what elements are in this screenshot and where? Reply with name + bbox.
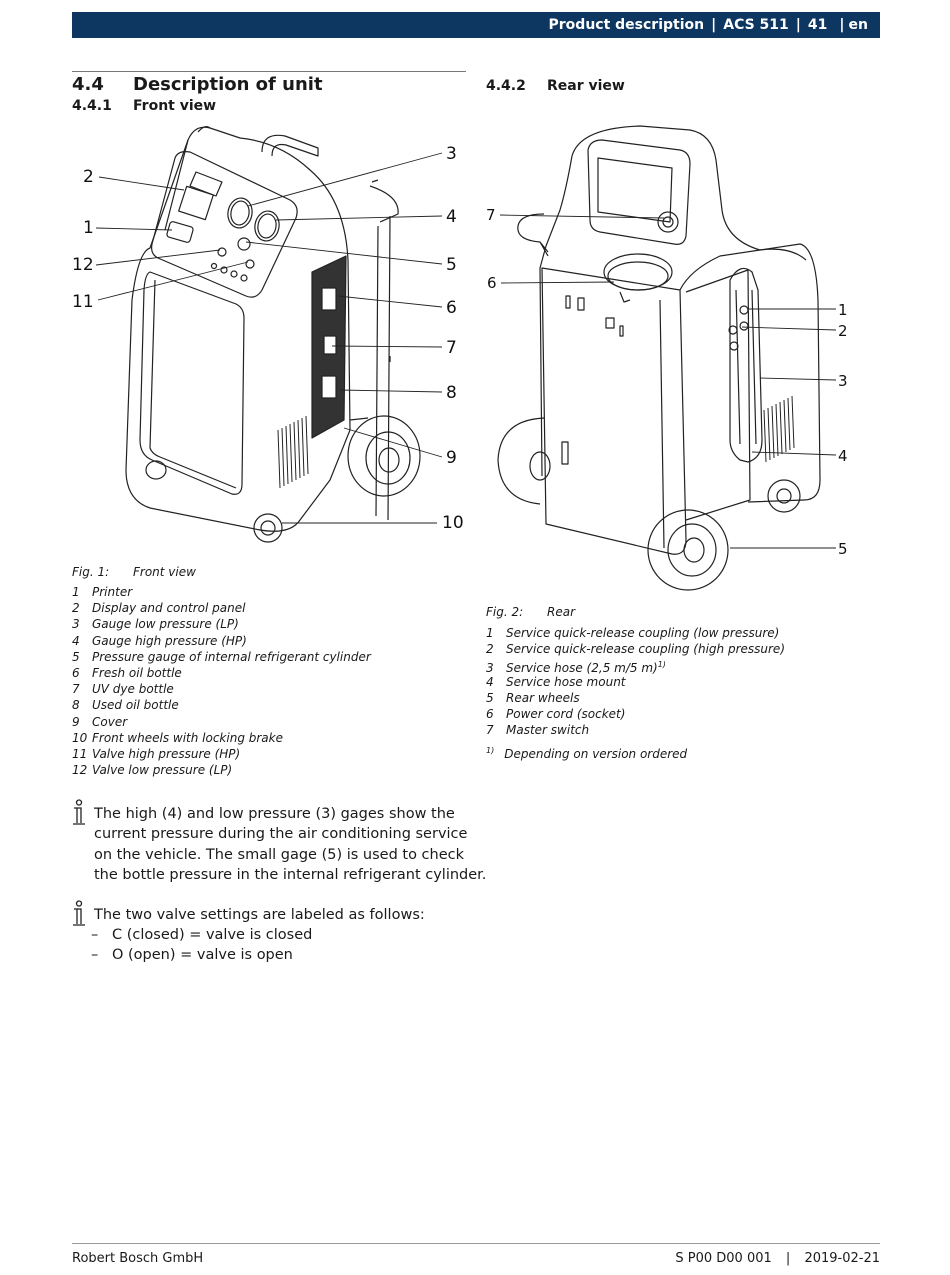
fig2-callout-7: 7: [486, 206, 496, 224]
footer-company: Robert Bosch GmbH: [72, 1251, 204, 1266]
fig2-callout-2: 2: [838, 322, 848, 340]
fig1-callout-3: 3: [446, 144, 457, 164]
fig2-callout-5: 5: [838, 540, 848, 558]
fig1-callout-12: 12: [72, 255, 94, 275]
fig1-callout-6: 6: [446, 298, 457, 318]
header-language: en: [848, 17, 868, 33]
footer-date: 2019-02-21: [804, 1251, 880, 1266]
front-view-illustration: 2 1 12 11 3 4 5 6 7 8 9 10: [72, 126, 464, 543]
fig2-caption: Fig. 2:Rear: [486, 605, 576, 619]
footer-rule: [72, 1243, 880, 1244]
page-header: Product description | ACS 511 | 41 | en: [72, 12, 880, 38]
fig1-callout-1: 1: [83, 218, 94, 238]
fig1-callout-5: 5: [446, 255, 457, 275]
footer-doc-number: S P00 D00 001: [675, 1251, 772, 1266]
fig2-footnote: 1)Depending on version ordered: [486, 746, 688, 761]
note-valve-settings: The two valve settings are labeled as fo…: [94, 907, 425, 923]
header-product: ACS 511: [723, 17, 789, 33]
footer-doc-info: S P00 D00 001 | 2019-02-21: [675, 1251, 880, 1266]
info-icon: [73, 900, 85, 926]
fig1-callout-9: 9: [446, 448, 457, 468]
fig2-callout-4: 4: [838, 447, 848, 465]
fig1-callout-10: 10: [442, 513, 464, 533]
heading-rule: [72, 71, 466, 72]
rear-view-illustration: 7 6 1 2 3 4 5: [486, 125, 848, 591]
header-page-number: 41: [807, 17, 828, 33]
fig2-callout-1: 1: [838, 301, 848, 319]
fig1-callout-11: 11: [72, 292, 94, 312]
note-pressure-gauges: The high (4) and low pressure (3) gages …: [94, 806, 487, 884]
fig1-callout-2: 2: [83, 167, 94, 187]
fig1-callout-4: 4: [446, 207, 457, 227]
fig1-callout-8: 8: [446, 383, 457, 403]
list-item: O (open) = valve is open: [91, 945, 312, 966]
valve-settings-list: C (closed) = valve is closed O (open) = …: [91, 925, 312, 966]
fig2-callout-3: 3: [838, 372, 848, 390]
list-item: C (closed) = valve is closed: [91, 925, 312, 946]
fig1-callout-7: 7: [446, 338, 457, 358]
fig2-callout-6: 6: [487, 274, 497, 292]
info-icon: [73, 799, 85, 825]
header-section: Product description: [548, 17, 705, 33]
fig1-caption: Fig. 1:Front view: [72, 565, 196, 579]
